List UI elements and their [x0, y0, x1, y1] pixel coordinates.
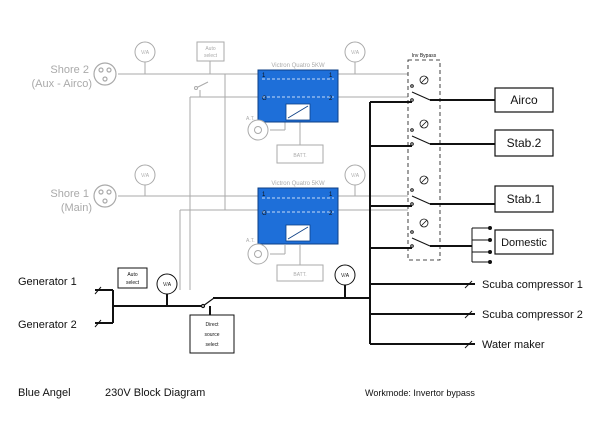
svg-text:2: 2 — [329, 211, 333, 217]
inverter-2: Victron Quatro 5KW 1 G 1 2 — [257, 181, 339, 245]
svg-text:V/A: V/A — [141, 173, 150, 179]
svg-text:V/A: V/A — [351, 173, 360, 179]
load-airco: Airco — [494, 87, 554, 113]
direct-source-switch-icon — [200, 297, 215, 309]
svg-text:select: select — [205, 342, 219, 348]
load-stab2: Stab.2 — [494, 129, 554, 157]
svg-text:Auto: Auto — [127, 272, 138, 278]
shore2-label: Shore 2 (Aux - Airco) — [31, 64, 92, 90]
svg-text:1: 1 — [329, 73, 333, 79]
svg-text:G: G — [262, 96, 267, 102]
svg-text:Victron Quatro 5KW: Victron Quatro 5KW — [271, 181, 325, 187]
svg-text:Victron Quatro 5KW: Victron Quatro 5KW — [271, 63, 325, 69]
svg-text:source: source — [204, 332, 219, 338]
load-watermaker: Water maker — [482, 339, 545, 351]
svg-text:Stab.2: Stab.2 — [507, 136, 542, 150]
svg-text:A.T.: A.T. — [246, 238, 255, 244]
battery-1-label: BATT. — [293, 153, 306, 159]
svg-text:1: 1 — [329, 192, 333, 198]
svg-text:Airco: Airco — [510, 93, 538, 107]
shore-changeover-switch-icon — [194, 81, 209, 90]
shore2-connector-icon — [93, 62, 117, 86]
svg-text:Domestic: Domestic — [501, 237, 547, 249]
load-domestic: Domestic — [494, 229, 554, 255]
footer-vessel: Blue Angel — [18, 387, 71, 399]
load-scuba1: Scuba compressor 1 — [482, 279, 583, 291]
shore1-label: Shore 1 (Main) — [50, 188, 92, 214]
inactive-wiring — [118, 61, 408, 290]
domestic-distribution — [471, 226, 492, 264]
svg-text:G: G — [262, 211, 267, 217]
battery-2-label: BATT. — [293, 272, 306, 278]
shore1-meter-icon: V/A — [134, 164, 156, 186]
inv1-out-meter-icon: V/A — [344, 41, 366, 63]
svg-text:Stab.1: Stab.1 — [507, 192, 542, 206]
direct-source-select-box: Direct source select — [189, 314, 235, 354]
generator1-label: Generator 1 — [18, 276, 77, 288]
gen-meter-icon: V/A — [156, 273, 178, 295]
ats-2: A.T. — [246, 238, 269, 265]
active-wiring — [95, 99, 495, 345]
inv2-out-meter-icon: V/A — [344, 164, 366, 186]
svg-text:V/A: V/A — [341, 273, 350, 279]
breaker-symbols — [94, 280, 473, 349]
svg-text:select: select — [126, 280, 140, 286]
ats-1: A.T. — [246, 116, 269, 141]
footer-workmode: Workmode: Invertor bypass — [365, 388, 475, 398]
svg-text:2: 2 — [329, 96, 333, 102]
svg-text:V/A: V/A — [163, 282, 172, 288]
load-scuba2: Scuba compressor 2 — [482, 309, 583, 321]
svg-text:1: 1 — [262, 192, 266, 198]
inverter-1: Victron Quatro 5KW 1 G 1 2 — [257, 63, 339, 123]
svg-text:1: 1 — [262, 73, 266, 79]
generator2-label: Generator 2 — [18, 319, 77, 331]
svg-text:A.T.: A.T. — [246, 116, 255, 122]
svg-text:Auto: Auto — [205, 46, 216, 52]
svg-text:V/A: V/A — [351, 50, 360, 56]
svg-text:Direct: Direct — [205, 322, 219, 328]
gen-auto-select-box: Auto select — [117, 267, 148, 289]
svg-text:Inv Bypass: Inv Bypass — [412, 53, 437, 59]
svg-text:select: select — [204, 53, 218, 59]
shore1-connector-icon — [93, 184, 117, 208]
inv-bypass-box: Inv Bypass — [407, 53, 441, 261]
load-stab1: Stab.1 — [494, 185, 554, 213]
shore-auto-select-box: Auto select — [196, 41, 225, 62]
shore2-meter-icon: V/A — [134, 41, 156, 63]
svg-text:V/A: V/A — [141, 50, 150, 56]
footer-title: 230V Block Diagram — [105, 387, 205, 399]
bus-meter-icon: V/A — [334, 264, 356, 286]
